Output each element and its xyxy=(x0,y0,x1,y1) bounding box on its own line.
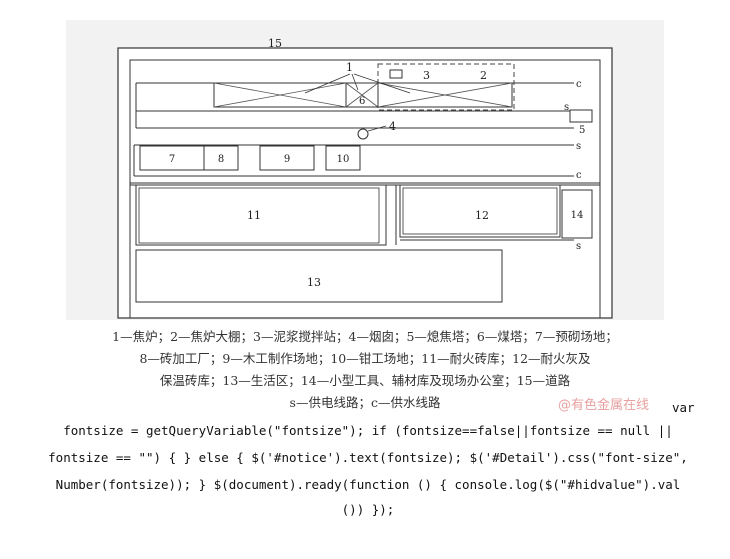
label-3: 3 xyxy=(423,69,430,82)
watermark: @有色金属在线 xyxy=(558,398,650,413)
caption-line-2: 8—砖加工厂；9—木工制作场地；10—钳工场地；11—耐火砖库；12—耐火灰及 xyxy=(139,351,591,366)
label-13: 13 xyxy=(307,276,321,289)
tool-store-office xyxy=(561,189,593,239)
label-10: 10 xyxy=(337,154,350,165)
road-inner-outline xyxy=(129,59,601,319)
label-5: 5 xyxy=(579,125,585,136)
label-s-top: s xyxy=(564,102,569,113)
label-c-lower: c xyxy=(576,170,582,181)
coke-quench-tower xyxy=(569,109,593,123)
label-6: 6 xyxy=(359,96,365,107)
label-4: 4 xyxy=(389,120,396,133)
mud-mixing-station xyxy=(389,69,403,79)
code-var: var xyxy=(672,400,695,415)
label-2: 2 xyxy=(480,69,487,82)
refractory-brick-store xyxy=(135,184,387,246)
fitter-area xyxy=(325,145,361,171)
label-8: 8 xyxy=(218,154,224,165)
code-line-1: fontsize = getQueryVariable("fontsize");… xyxy=(63,423,673,438)
caption-line-1: 1—焦炉；2—焦炉大棚；3—泥浆搅拌站；4—烟囱；5—熄焦塔；6—煤塔；7—预砌… xyxy=(112,329,618,344)
label-11: 11 xyxy=(247,209,261,222)
label-1: 1 xyxy=(346,61,353,74)
refractory-ash-store xyxy=(399,184,561,238)
caption-line-4: s—供电线路；c—供水线路 xyxy=(289,395,441,410)
code-line-4: ()) }); xyxy=(341,502,395,517)
label-c-top: c xyxy=(576,79,582,90)
site-layout-diagram: 15 c 2 3 6 1 s 5 4 s 7 8 9 10 c 11 xyxy=(66,20,664,320)
code-line-3: Number(fontsize)); } $(document).ready(f… xyxy=(55,477,681,492)
label-s-lower: s xyxy=(576,241,581,252)
label-15: 15 xyxy=(268,37,282,50)
label-9: 9 xyxy=(284,154,290,165)
label-s-middle: s xyxy=(576,141,581,152)
label-14: 14 xyxy=(571,210,584,221)
carpentry-area xyxy=(259,145,315,171)
chimney xyxy=(357,128,369,140)
label-12: 12 xyxy=(475,209,489,222)
code-line-2: fontsize == "") { } else { $('#notice').… xyxy=(48,450,688,465)
label-7: 7 xyxy=(169,154,175,165)
brick-processing-plant xyxy=(203,145,239,171)
living-area xyxy=(135,249,503,303)
caption-line-3: 保温砖库；13—生活区；14—小型工具、辅材库及现场办公室；15—道路 xyxy=(159,373,571,388)
